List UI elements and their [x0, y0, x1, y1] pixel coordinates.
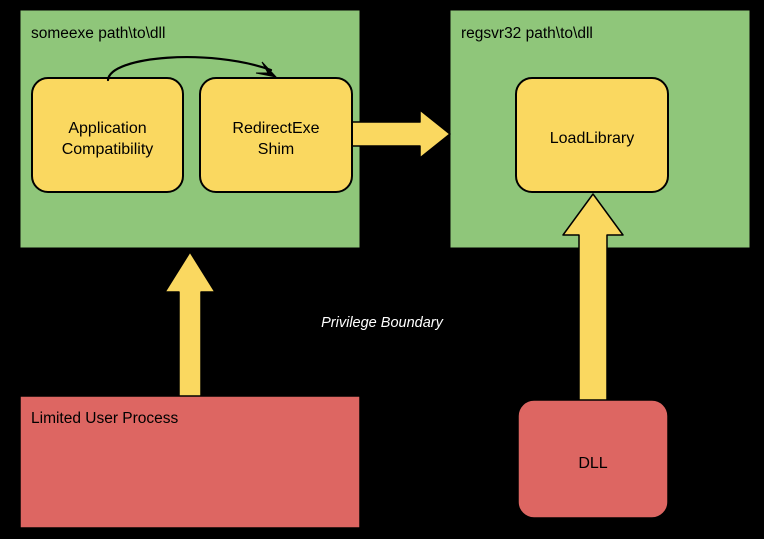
node-limited-user-process[interactable]	[19, 395, 361, 529]
node-application-compatibility-line2: Compatibility	[62, 141, 154, 158]
node-limited-user-process-label: Limited User Process	[31, 410, 179, 427]
node-redirectexe-shim[interactable]	[199, 77, 353, 193]
node-loadlibrary-line1: LoadLibrary	[550, 130, 635, 147]
node-dll[interactable]	[517, 399, 669, 519]
node-application-compatibility-line1: Application	[68, 120, 146, 137]
zone-regsvr32-label: regsvr32 path\to\dll	[461, 25, 593, 42]
curve-appcompat-to-shim[interactable]	[106, 56, 273, 82]
privilege-boundary-label: Privilege Boundary	[321, 315, 443, 331]
node-redirectexe-shim-line2: Shim	[258, 141, 294, 158]
node-loadlibrary[interactable]	[515, 77, 669, 193]
node-dll-label: DLL	[578, 455, 607, 472]
node-redirectexe-shim-line1: RedirectExe	[232, 120, 319, 137]
zone-someexe-label: someexe path\to\dll	[31, 25, 165, 42]
arrow-shim-to-regsvr32[interactable]	[339, 109, 451, 159]
curve-appcompat-to-shim-arrowhead	[255, 61, 278, 78]
